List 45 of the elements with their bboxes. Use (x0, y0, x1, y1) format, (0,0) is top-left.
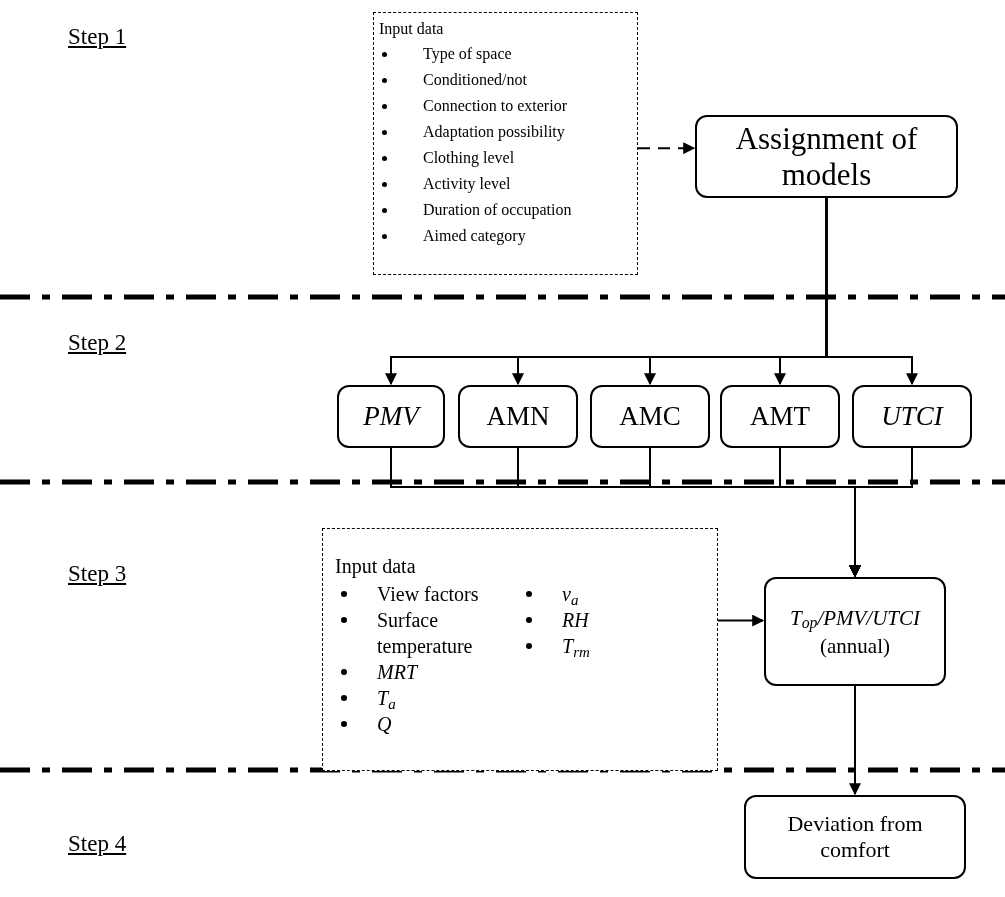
list-item: MRT (377, 660, 417, 685)
process-box (744, 795, 966, 879)
list-item: T$_{rm}$ (562, 634, 590, 659)
box-heading: Input data (335, 554, 417, 580)
process-box (720, 385, 840, 448)
list-item: Surface temperature (377, 608, 474, 659)
box-text: UTCI (881, 400, 943, 434)
box-text: AMT (750, 400, 810, 434)
process-box (458, 385, 578, 448)
list-item: Duration of occupation (423, 200, 572, 221)
box-text: Deviation from comfort (786, 811, 924, 863)
box-text: AMC (619, 400, 681, 434)
process-box (695, 115, 958, 198)
list-item: Clothing level (423, 148, 515, 169)
process-box (337, 385, 445, 448)
step-label: Step 4 (68, 831, 127, 856)
arrow (849, 447, 913, 578)
list-item: Conditioned/not (423, 70, 527, 90)
list-item: Adaptation possibility (423, 122, 565, 143)
input-data-box (373, 12, 638, 275)
list-item: Connection to exterior (423, 96, 567, 116)
arrow (717, 614, 765, 627)
box-text: Assignment of models (734, 120, 919, 193)
arrow (849, 685, 861, 796)
arrow (637, 142, 696, 155)
list-item: View factors (377, 582, 479, 607)
step-label: Step 2 (68, 330, 127, 355)
input-data-box (322, 528, 718, 771)
list-item: RH (562, 608, 589, 633)
box-text: T$_{op}$/PMV/UTCI (789, 604, 921, 632)
box-text: AMN (486, 400, 550, 434)
arrow (825, 197, 918, 386)
process-box (764, 577, 946, 686)
list-item: Activity level (423, 174, 511, 195)
box-heading: Input data (379, 19, 445, 40)
step-label: Step 1 (68, 24, 127, 49)
list-item: T$_{a}$ (377, 686, 396, 711)
list-item: v$_{a}$ (562, 582, 579, 607)
list-item: Aimed category (423, 226, 526, 247)
list-item: Type of space (423, 44, 512, 65)
step-label: Step 3 (68, 561, 127, 586)
box-text: (annual) (820, 632, 890, 660)
process-box (852, 385, 972, 448)
process-box (590, 385, 710, 448)
list-item: Q (377, 712, 392, 737)
